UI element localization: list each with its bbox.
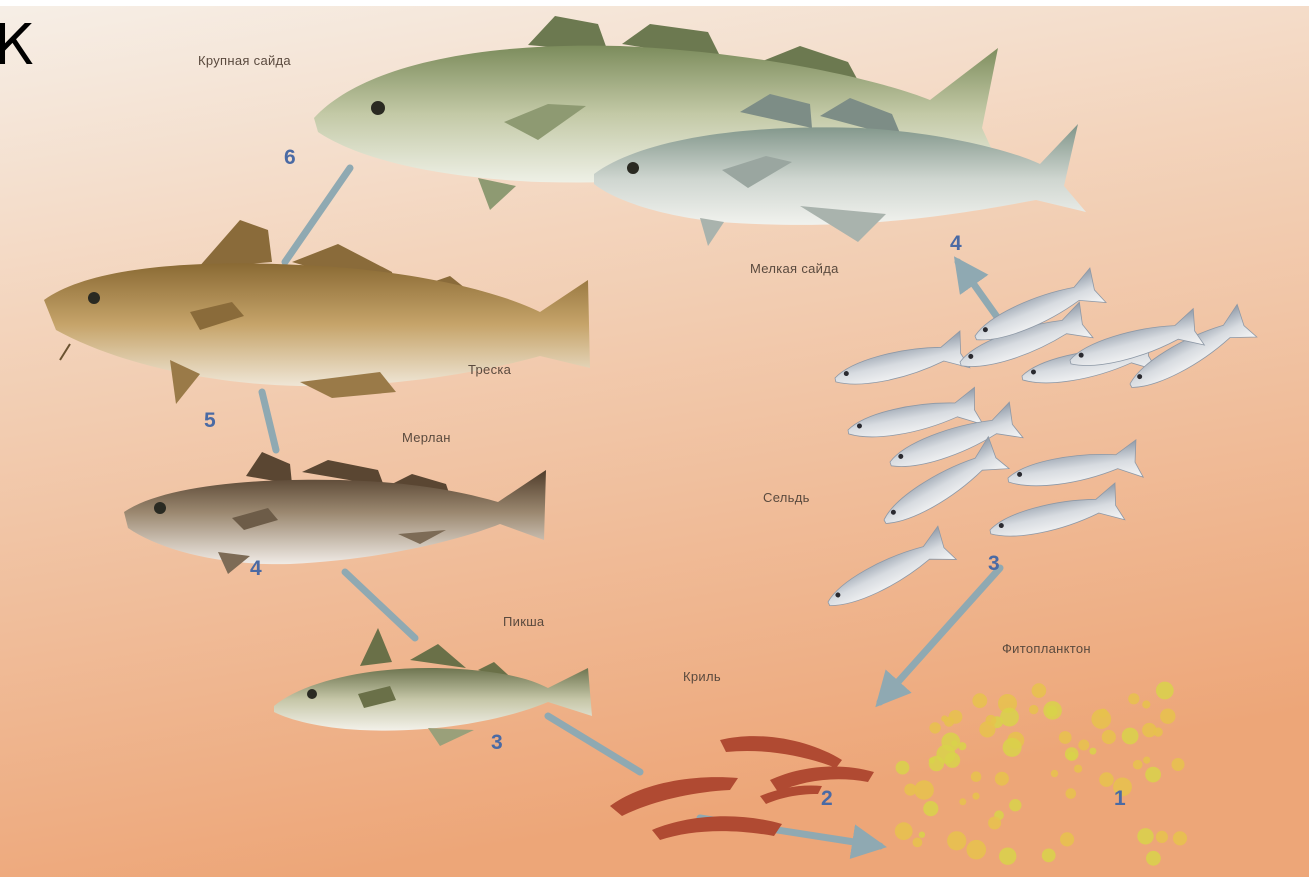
label-whiting: Мерлан — [402, 430, 451, 445]
level-number-cod: 5 — [204, 409, 216, 433]
label-phytoplankton: Фитопланктон — [1002, 641, 1091, 656]
label-haddock: Пикша — [503, 614, 544, 629]
level-number-haddock: 3 — [491, 731, 503, 755]
level-number-whiting: 4 — [250, 557, 262, 581]
corner-glyph: К — [0, 18, 34, 74]
label-large-saithe: Крупная сайда — [198, 53, 291, 68]
level-number-herring: 3 — [988, 552, 1000, 576]
level-number-small-saithe: 4 — [950, 232, 962, 256]
level-number-krill: 2 — [821, 787, 833, 811]
label-cod: Треска — [468, 362, 511, 377]
level-number-phytoplankton: 1 — [1114, 787, 1126, 811]
level-number-large-saithe: 6 — [284, 146, 296, 170]
label-small-saithe: Мелкая сайда — [750, 261, 839, 276]
label-herring: Сельдь — [763, 490, 810, 505]
label-krill: Криль — [683, 669, 721, 684]
